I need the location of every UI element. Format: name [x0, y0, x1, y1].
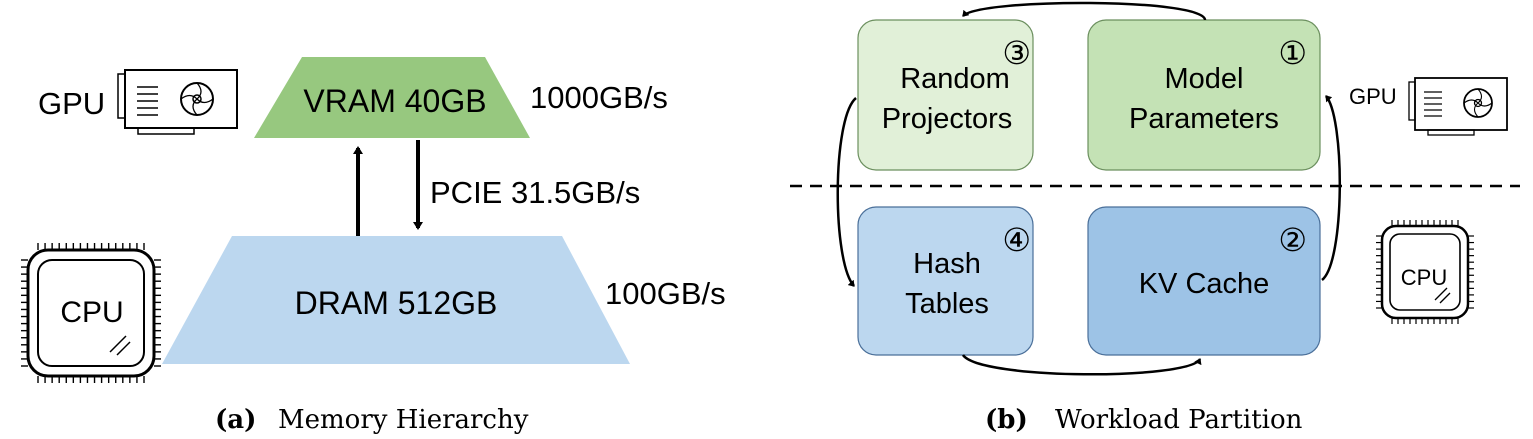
arrow-4-to-2: [961, 354, 1202, 376]
arrow-1-to-3: [962, 1, 1207, 21]
arrow-2-to-1: [1321, 95, 1342, 281]
box-number-4: ④: [1002, 222, 1031, 258]
box-label-parameters: Parameters: [1129, 103, 1279, 135]
panel-a: GPU VRAM 40GB 1000GB/s PCIE 31.5GB/s DRA…: [21, 57, 726, 435]
box-hash-tables: [857, 206, 1034, 356]
cpu-chip-icon-small: [1376, 220, 1474, 324]
vram-bandwidth: 1000GB/s: [530, 80, 668, 115]
box-number-1: ①: [1278, 35, 1307, 71]
box-label-random: Random: [900, 63, 1010, 95]
gpu-label: GPU: [38, 86, 105, 121]
gpu-label-b: GPU: [1349, 84, 1397, 109]
box-label-hash: Hash: [913, 248, 981, 280]
gpu-icon-small: [1408, 77, 1508, 136]
vram-label: VRAM 40GB: [303, 83, 486, 119]
arrow-3-to-4: [836, 97, 857, 287]
box-label-model: Model: [1165, 63, 1244, 95]
dram-block: [162, 236, 630, 364]
dram-bandwidth: 100GB/s: [605, 276, 726, 311]
cpu-label-b: CPU: [1401, 265, 1447, 290]
caption-text-b: Workload Partition: [1055, 405, 1303, 435]
vram-block: [254, 57, 530, 138]
box-number-3: ③: [1002, 35, 1031, 71]
box-random-projectors: [857, 19, 1034, 171]
box-label-projectors: Projectors: [882, 103, 1013, 135]
caption-text-a: Memory Hierarchy: [278, 405, 529, 435]
gpu-icon: [117, 69, 238, 135]
cpu-chip-icon: [21, 243, 161, 383]
box-label-kv-cache: KV Cache: [1139, 268, 1270, 300]
box-kv-cache: [1087, 206, 1321, 356]
cpu-label: CPU: [60, 296, 123, 329]
caption-tag-a: (a): [215, 405, 256, 435]
box-number-2: ②: [1278, 222, 1307, 258]
pcie-label: PCIE 31.5GB/s: [430, 175, 640, 210]
panel-b: ③ Random Projectors ① Model Parameters ④…: [790, 1, 1520, 435]
caption-tag-b: (b): [985, 405, 1028, 435]
box-label-tables: Tables: [905, 288, 989, 320]
dram-label: DRAM 512GB: [295, 285, 498, 321]
